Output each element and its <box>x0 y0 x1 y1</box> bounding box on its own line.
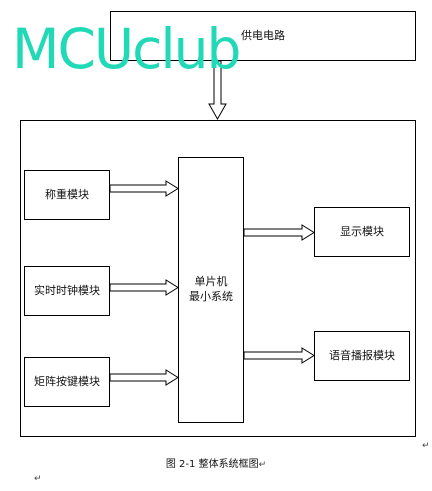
keys-to-mcu-arrow <box>109 369 179 386</box>
watermark-logo: MCUclub <box>12 17 241 81</box>
rtc-module-box: 实时时钟模块 <box>24 266 110 316</box>
power-to-system-arrow <box>208 60 227 121</box>
weighing-to-mcu-arrow <box>109 180 179 197</box>
mcu-to-voice-arrow <box>243 347 315 364</box>
voice-module-box: 语音播报模块 <box>314 331 410 381</box>
caption-paragraph-mark: ↵ <box>258 460 267 470</box>
weighing-module-label: 称重模块 <box>45 188 89 201</box>
mcu-to-display-arrow <box>243 224 315 241</box>
display-module-box: 显示模块 <box>314 207 410 257</box>
matrix-key-module-box: 矩阵按键模块 <box>24 357 110 407</box>
matrix-key-module-label: 矩阵按键模块 <box>34 375 100 388</box>
rtc-module-label: 实时时钟模块 <box>34 284 100 297</box>
mcu-box: 单片机 最小系统 <box>178 157 244 423</box>
power-supply-box: 供电电路 <box>110 11 416 61</box>
paragraph-mark-bottom: ↵ <box>34 474 42 484</box>
mcu-label-line1: 单片机 <box>194 275 228 288</box>
mcu-label-line2: 最小系统 <box>189 290 233 303</box>
paragraph-mark-right: ↵ <box>422 441 430 451</box>
figure-caption: 图 2-1 整体系统框图↵ <box>0 455 432 470</box>
power-supply-label: 供电电路 <box>241 29 285 42</box>
figure-caption-text: 图 2-1 整体系统框图 <box>165 459 259 470</box>
voice-module-label: 语音播报模块 <box>329 349 395 362</box>
display-module-label: 显示模块 <box>340 225 384 238</box>
weighing-module-box: 称重模块 <box>24 170 110 220</box>
rtc-to-mcu-arrow <box>109 279 179 296</box>
